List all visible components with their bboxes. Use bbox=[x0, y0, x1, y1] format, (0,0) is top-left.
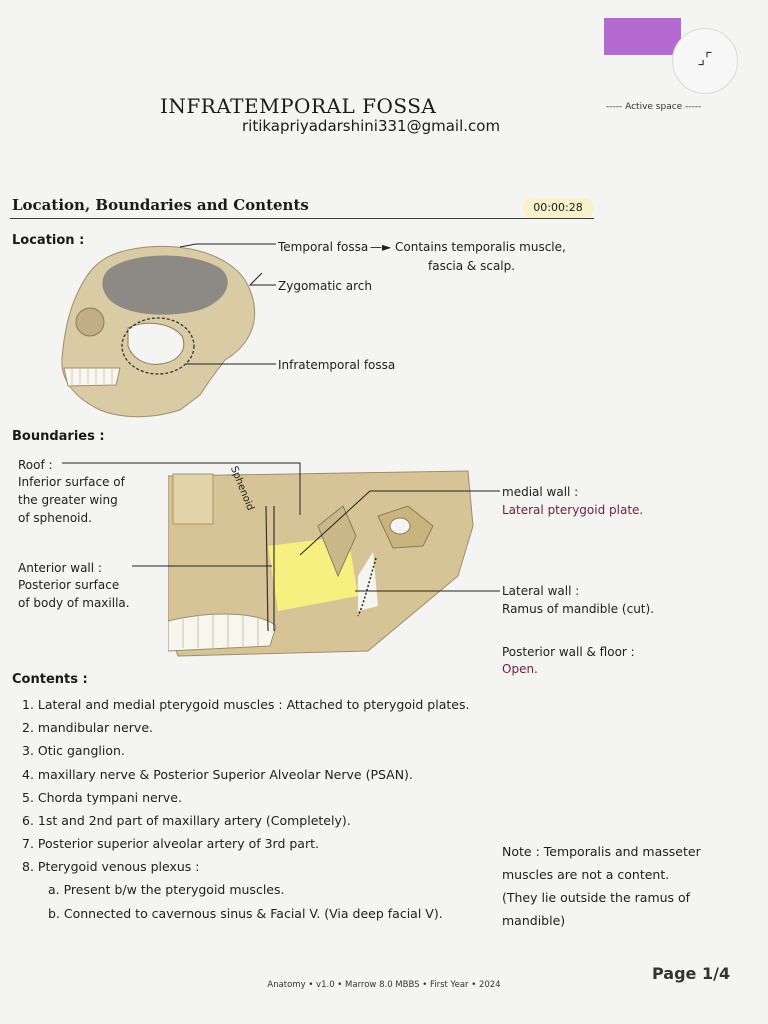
content-item-5: 5. Chorda tympani nerve. bbox=[22, 790, 182, 805]
color-tab[interactable] bbox=[604, 18, 681, 55]
page-number: Page 1/4 bbox=[652, 964, 731, 983]
video-timestamp[interactable]: 00:00:28 bbox=[522, 198, 594, 218]
boundaries-heading: Boundaries : bbox=[12, 429, 105, 444]
content-item-3: 3. Otic ganglion. bbox=[22, 743, 125, 758]
author-email: ritikapriyadarshini331@gmail.com bbox=[242, 117, 501, 135]
note-line-1: Note : Temporalis and masseter bbox=[502, 844, 701, 859]
medial-wall-label: medial wall : bbox=[502, 485, 579, 499]
contents-heading: Contents : bbox=[12, 672, 88, 687]
content-item-6: 6. 1st and 2nd part of maxillary artery … bbox=[22, 813, 351, 828]
note-block: Note : Temporalis and masseter muscles a… bbox=[502, 840, 701, 932]
lateral-wall-label: Lateral wall : bbox=[502, 584, 580, 598]
content-item-8: 8. Pterygoid venous plexus : bbox=[22, 859, 200, 874]
anterior-wall-label: Anterior wall : bbox=[18, 561, 102, 575]
label-infratemporal-fossa: Infratemporal fossa bbox=[278, 358, 396, 372]
roof-line-1: Inferior surface of bbox=[18, 475, 125, 489]
content-item-8a: a. Present b/w the pterygoid muscles. bbox=[48, 882, 285, 897]
note-line-3: (They lie outside the ramus of bbox=[502, 890, 691, 905]
arrow-icon: —► bbox=[370, 240, 392, 254]
location-heading: Location : bbox=[12, 233, 85, 248]
content-item-7: 7. Posterior superior alveolar artery of… bbox=[22, 836, 319, 851]
active-space-label: ----- Active space ----- bbox=[606, 102, 702, 112]
note-line-4: mandible) bbox=[502, 913, 566, 928]
label-temporal-fossa: Temporal fossa bbox=[278, 240, 369, 254]
label-temporal-contents: Contains temporalis muscle, bbox=[395, 240, 566, 254]
content-item-1: 1. Lateral and medial pterygoid muscles … bbox=[22, 697, 470, 712]
roof-label: Roof : bbox=[18, 458, 53, 472]
anterior-line-2: of body of maxilla. bbox=[18, 596, 130, 610]
page-title: INFRATEMPORAL FOSSA bbox=[160, 94, 437, 118]
posterior-wall-value: Open. bbox=[502, 662, 538, 676]
collapse-button[interactable]: ⌟⌜ bbox=[672, 28, 738, 94]
medial-wall-value: Lateral pterygoid plate. bbox=[502, 503, 644, 517]
roof-line-3: of sphenoid. bbox=[18, 511, 92, 525]
content-item-2: 2. mandibular nerve. bbox=[22, 720, 153, 735]
content-item-8b: b. Connected to cavernous sinus & Facial… bbox=[48, 906, 443, 921]
anterior-line-1: Posterior surface bbox=[18, 578, 120, 592]
infratemporal-diagram bbox=[168, 470, 474, 657]
lateral-wall-value: Ramus of mandible (cut). bbox=[502, 602, 655, 616]
collapse-arrows-icon: ⌟⌜ bbox=[697, 49, 713, 68]
section-divider bbox=[10, 218, 594, 219]
skull-illustration bbox=[61, 245, 256, 418]
label-zygomatic-arch: Zygomatic arch bbox=[278, 279, 373, 293]
posterior-wall-label: Posterior wall & floor : bbox=[502, 645, 635, 659]
location-leader-lines bbox=[179, 243, 276, 365]
footer-text: Anatomy • v1.0 • Marrow 8.0 MBBS • First… bbox=[267, 980, 501, 990]
label-temporal-contents-2: fascia & scalp. bbox=[428, 259, 516, 273]
boundary-leader-lines bbox=[62, 462, 500, 592]
roof-line-2: the greater wing bbox=[18, 493, 118, 507]
note-line-2: muscles are not a content. bbox=[502, 867, 670, 882]
section-title: Location, Boundaries and Contents bbox=[12, 196, 309, 214]
content-item-4: 4. maxillary nerve & Posterior Superior … bbox=[22, 767, 413, 782]
